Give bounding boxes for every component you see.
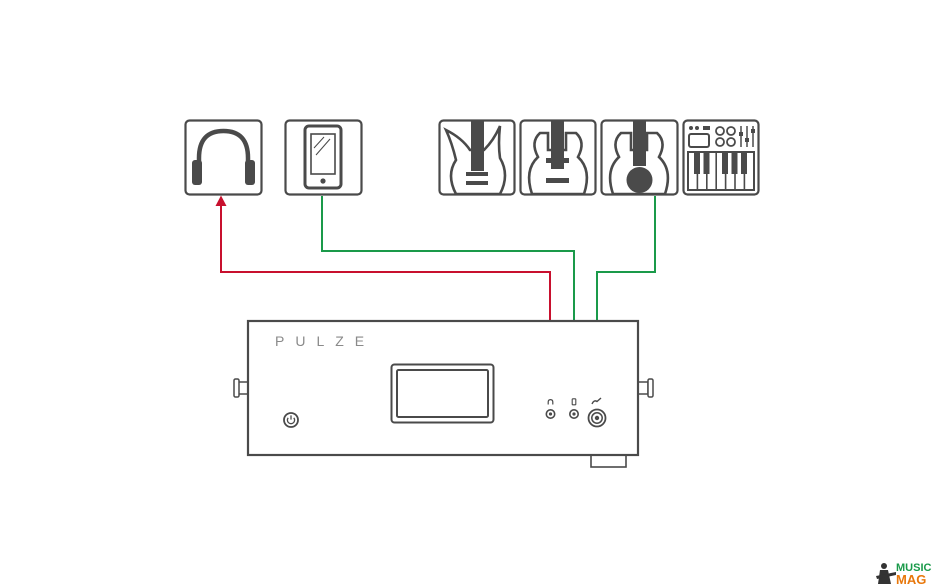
instrument-jack[interactable]: [587, 397, 607, 428]
left-mount-knob: [233, 378, 249, 398]
aux-jack[interactable]: [568, 398, 579, 419]
acoustic-guitar-icon: [600, 119, 679, 196]
guitar-jack-icon: [591, 397, 602, 405]
watermark-top-text: MUSIC: [896, 562, 932, 574]
headphone-jack[interactable]: [545, 398, 556, 419]
watermark-bottom-text: MAG: [896, 572, 926, 587]
musicmag-watermark: MUSIC MAG: [876, 562, 932, 587]
aux-jack-icon: [571, 398, 577, 406]
brand-logo: PULZE: [275, 333, 375, 349]
guitarist-silhouette-icon: [876, 563, 896, 584]
acoustic-electric-guitar-icon: [519, 119, 597, 196]
device-foot: [590, 454, 627, 468]
headphone-jack-icon: [547, 398, 554, 405]
headphones-icon: [184, 119, 263, 196]
synth-keyboard-icon: [682, 119, 760, 196]
smartphone-icon: [284, 119, 363, 196]
display-screen: [390, 363, 495, 424]
right-mount-knob: [637, 378, 654, 398]
power-button[interactable]: [283, 412, 299, 428]
electric-guitar-icon: [438, 119, 516, 196]
audio-device: PULZE: [233, 319, 654, 468]
